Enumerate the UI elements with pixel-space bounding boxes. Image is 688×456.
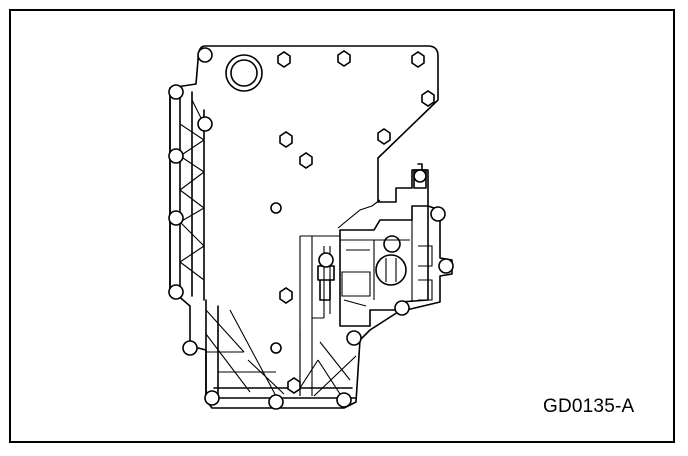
round-bolt	[336, 392, 352, 408]
round-bolt	[168, 284, 184, 300]
round-bolt	[168, 148, 184, 164]
round-bolt	[197, 116, 213, 132]
round-bolt	[270, 342, 282, 354]
left-lattice-bracing	[179, 99, 205, 281]
round-bolt	[268, 394, 284, 410]
figure-id-label: GD0135-A	[543, 396, 635, 417]
round-bolt	[413, 169, 427, 183]
hex-bolts	[277, 50, 435, 394]
round-bolt	[168, 84, 184, 100]
left-lattice-frame	[169, 87, 205, 301]
hex-bolt	[277, 51, 291, 68]
round-bolt	[438, 258, 454, 274]
valve-bore-large-slot	[385, 258, 397, 282]
round-bolt	[270, 202, 282, 214]
hex-bolt	[279, 131, 293, 148]
round-bolt	[197, 47, 213, 63]
valve-housing-detail	[337, 199, 433, 307]
hex-bolt	[279, 287, 293, 304]
round-bolt	[394, 300, 410, 316]
port-large-inner	[230, 59, 258, 87]
round-bolt	[318, 252, 334, 268]
lower-lattice-bracing	[205, 309, 357, 397]
round-bolt	[346, 330, 362, 346]
right-lower-structure	[299, 235, 340, 396]
hex-bolt	[287, 377, 301, 394]
round-bolt	[168, 210, 184, 226]
round-bolt	[204, 390, 220, 406]
hex-bolt	[299, 152, 313, 169]
hex-bolt	[337, 50, 351, 67]
valve-bore-small	[383, 235, 401, 253]
plate-outline	[169, 45, 453, 409]
round-bolts	[168, 47, 454, 410]
valve-bore-large	[375, 254, 407, 286]
round-bolt	[182, 340, 198, 356]
hex-bolt	[411, 51, 425, 68]
round-bolt	[430, 206, 446, 222]
hex-bolt	[421, 90, 435, 107]
port-large-outer	[225, 54, 263, 92]
hex-bolt	[377, 128, 391, 145]
side-fitting	[317, 265, 335, 301]
